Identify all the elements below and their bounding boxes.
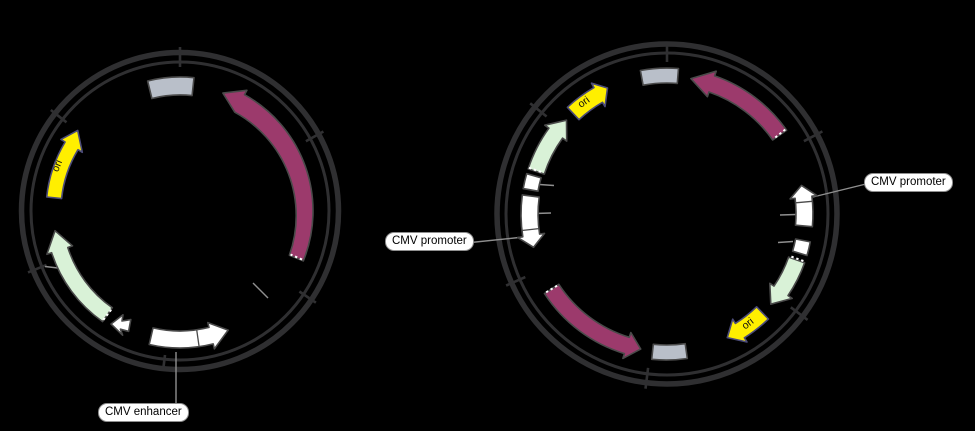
gray-segment-feature [146,76,195,100]
ori-arrow-bottom-feature [726,306,770,343]
gray-segment-top-feature [639,67,680,86]
white-segment-left-feature [522,172,542,192]
green-arrow-right-feature [769,256,806,305]
left-plasmid: ori [18,47,342,404]
leader-lines [465,183,867,244]
cmv-promoter-callout-right: CMV promoter [864,173,953,193]
ori-arrow-top-feature [566,82,609,121]
right-plasmid: ori ori [465,41,867,389]
gray-segment-bottom-feature [650,342,689,361]
feature-divider [196,329,200,347]
green-arrow-left-feature [527,119,568,175]
truncation-dotted-marks [528,128,804,294]
cmv-enhancer-callout: CMV enhancer [98,403,189,423]
backbone-inner-ring [504,51,830,377]
cmv-promoter-callout-left: CMV promoter [385,232,474,252]
magenta-arrow-top-feature [690,70,788,141]
cmv-promoter-arrow-left-feature [517,194,546,249]
white-segment-right-feature [791,238,812,257]
backbone-outer-ring [18,49,342,373]
magenta-arrow-bottom-feature [543,283,642,360]
cmv-enhancer-arrow-feature [148,321,229,350]
ori-label: ori [576,94,592,111]
green-arrow-feature [46,229,114,323]
feature-divider [795,200,813,204]
leader-lines [44,265,269,404]
cmv-promoter-arrow-right-feature [789,184,818,228]
backbone-inner-ring [29,60,331,362]
small-white-arrow-feature [110,314,132,336]
backbone-outer-ring [494,41,840,387]
truncation-dotted-marks [102,253,303,321]
ori-label: ori [740,316,757,333]
feature-divider [521,227,539,232]
ori-arrow-feature [45,129,84,200]
magenta-arrow-feature [222,89,314,262]
ori-label: ori [50,158,65,173]
